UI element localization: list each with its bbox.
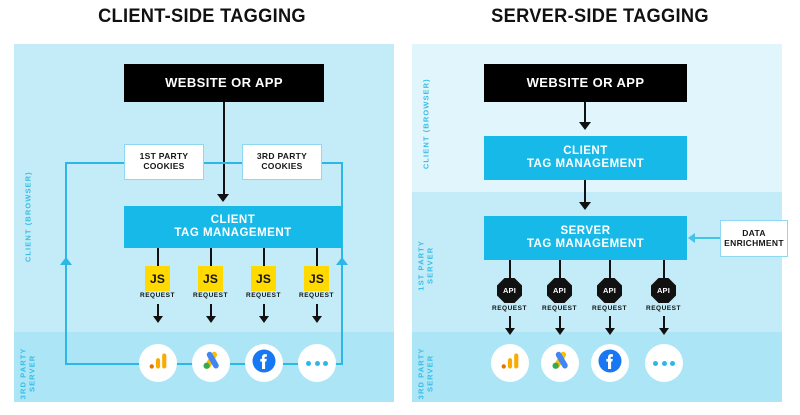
arrow-req4-to-dest4-icon bbox=[312, 316, 322, 323]
label-api-request-4: REQUEST bbox=[646, 305, 681, 312]
panel-server-side: CLIENT (BROWSER) 1ST PARTY SERVER 3RD PA… bbox=[412, 44, 788, 402]
stem-req2-to-dest2 bbox=[210, 304, 212, 320]
google-ads-icon bbox=[200, 350, 222, 377]
label-request-4: REQUEST bbox=[299, 292, 334, 299]
arrow-req1-to-dest1-icon bbox=[153, 316, 163, 323]
connector-cookie1-to-cookie2 bbox=[204, 162, 242, 164]
badge-js-request-4[interactable]: JS bbox=[304, 266, 329, 291]
zone-label-3rd-party-server-left: 3RD PARTY SERVER bbox=[18, 347, 37, 400]
connector-data-enrichment-to-server-tm bbox=[695, 237, 720, 239]
stem-apireq3-to-dest3 bbox=[609, 316, 611, 332]
label-api-request-2: REQUEST bbox=[542, 305, 577, 312]
destination-google-ads-right[interactable] bbox=[541, 344, 579, 382]
badge-api-request-2[interactable]: API bbox=[547, 278, 572, 303]
google-analytics-icon bbox=[148, 351, 168, 376]
arrow-source-to-client-tm-icon bbox=[579, 122, 591, 130]
node-client-tag-management-left[interactable]: CLIENT TAG MANAGEMENT bbox=[124, 206, 342, 248]
node-server-tag-management[interactable]: SERVER TAG MANAGEMENT bbox=[484, 216, 687, 260]
google-analytics-icon bbox=[500, 351, 520, 376]
badge-api-request-3[interactable]: API bbox=[597, 278, 622, 303]
stem-req1-to-dest1 bbox=[157, 304, 159, 320]
arrow-apireq4-to-dest4-icon bbox=[659, 328, 669, 335]
zone-1st-party-server-right bbox=[412, 192, 782, 332]
stem-req3-to-dest3 bbox=[263, 304, 265, 320]
node-1st-party-cookies[interactable]: 1ST PARTY COOKIES bbox=[124, 144, 204, 180]
badge-js-request-3[interactable]: JS bbox=[251, 266, 276, 291]
arrow-req3-to-dest3-icon bbox=[259, 316, 269, 323]
rail-top-left-segment bbox=[65, 162, 124, 164]
destination-more-right[interactable] bbox=[645, 344, 683, 382]
label-request-3: REQUEST bbox=[246, 292, 281, 299]
facebook-icon bbox=[598, 349, 622, 378]
panel-title-server-side: SERVER-SIDE TAGGING bbox=[491, 6, 709, 27]
stem-servertm-req-4 bbox=[663, 260, 665, 278]
arrow-req2-to-dest2-icon bbox=[206, 316, 216, 323]
label-request-1: REQUEST bbox=[140, 292, 175, 299]
node-data-enrichment[interactable]: DATA ENRICHMENT bbox=[720, 220, 788, 257]
destination-google-analytics-left[interactable] bbox=[139, 344, 177, 382]
node-client-tag-management-right[interactable]: CLIENT TAG MANAGEMENT bbox=[484, 136, 687, 180]
node-website-or-app-left[interactable]: WEBSITE OR APP bbox=[124, 64, 324, 102]
destination-facebook-right[interactable] bbox=[591, 344, 629, 382]
destination-facebook-left[interactable] bbox=[245, 344, 283, 382]
node-3rd-party-cookies[interactable]: 3RD PARTY COOKIES bbox=[242, 144, 322, 180]
connector-client-tm-to-server-tm bbox=[584, 180, 586, 206]
label-api-request-1: REQUEST bbox=[492, 305, 527, 312]
stem-servertm-req-3 bbox=[609, 260, 611, 278]
connector-source-to-tagmanager-left bbox=[223, 102, 225, 198]
zone-label-client-browser-right: CLIENT (BROWSER) bbox=[421, 78, 431, 170]
ellipsis-icon bbox=[653, 360, 675, 366]
arrow-client-tm-to-server-tm-icon bbox=[579, 202, 591, 210]
google-ads-icon bbox=[549, 350, 571, 377]
stem-tagmanager-req-1 bbox=[157, 248, 159, 266]
rail-left-arrow-up-icon bbox=[60, 257, 72, 265]
arrow-apireq3-to-dest3-icon bbox=[605, 328, 615, 335]
destination-more-left[interactable] bbox=[298, 344, 336, 382]
ellipsis-icon bbox=[306, 360, 328, 366]
stem-tagmanager-req-3 bbox=[263, 248, 265, 266]
node-website-or-app-right[interactable]: WEBSITE OR APP bbox=[484, 64, 687, 102]
stem-servertm-req-2 bbox=[559, 260, 561, 278]
arrow-apireq2-to-dest2-icon bbox=[555, 328, 565, 335]
stem-apireq4-to-dest4 bbox=[663, 316, 665, 332]
stem-tagmanager-req-2 bbox=[210, 248, 212, 266]
panel-title-client-side: CLIENT-SIDE TAGGING bbox=[98, 6, 306, 27]
zone-label-3rd-party-server-right: 3RD PARTY SERVER bbox=[416, 347, 435, 400]
panel-client-side: CLIENT (BROWSER) 3RD PARTY SERVER WEBSIT… bbox=[14, 44, 394, 402]
label-api-request-3: REQUEST bbox=[592, 305, 627, 312]
arrow-apireq1-to-dest1-icon bbox=[505, 328, 515, 335]
zone-label-1st-party-server-right: 1ST PARTY SERVER bbox=[416, 240, 435, 291]
zone-label-client-browser-left: CLIENT (BROWSER) bbox=[23, 171, 33, 263]
stem-apireq1-to-dest1 bbox=[509, 316, 511, 332]
label-request-2: REQUEST bbox=[193, 292, 228, 299]
badge-api-request-4[interactable]: API bbox=[651, 278, 676, 303]
arrow-source-to-tagmanager-left-icon bbox=[217, 194, 229, 202]
stem-apireq2-to-dest2 bbox=[559, 316, 561, 332]
destination-google-ads-left[interactable] bbox=[192, 344, 230, 382]
badge-api-request-1[interactable]: API bbox=[497, 278, 522, 303]
badge-js-request-1[interactable]: JS bbox=[145, 266, 170, 291]
destination-google-analytics-right[interactable] bbox=[491, 344, 529, 382]
arrow-data-enrichment-icon bbox=[688, 233, 695, 243]
badge-js-request-2[interactable]: JS bbox=[198, 266, 223, 291]
facebook-icon bbox=[252, 349, 276, 378]
connector-source-to-client-tm-right bbox=[584, 102, 586, 126]
stem-servertm-req-1 bbox=[509, 260, 511, 278]
rail-right-arrow-up-icon bbox=[336, 257, 348, 265]
stem-tagmanager-req-4 bbox=[316, 248, 318, 266]
stem-req4-to-dest4 bbox=[316, 304, 318, 320]
